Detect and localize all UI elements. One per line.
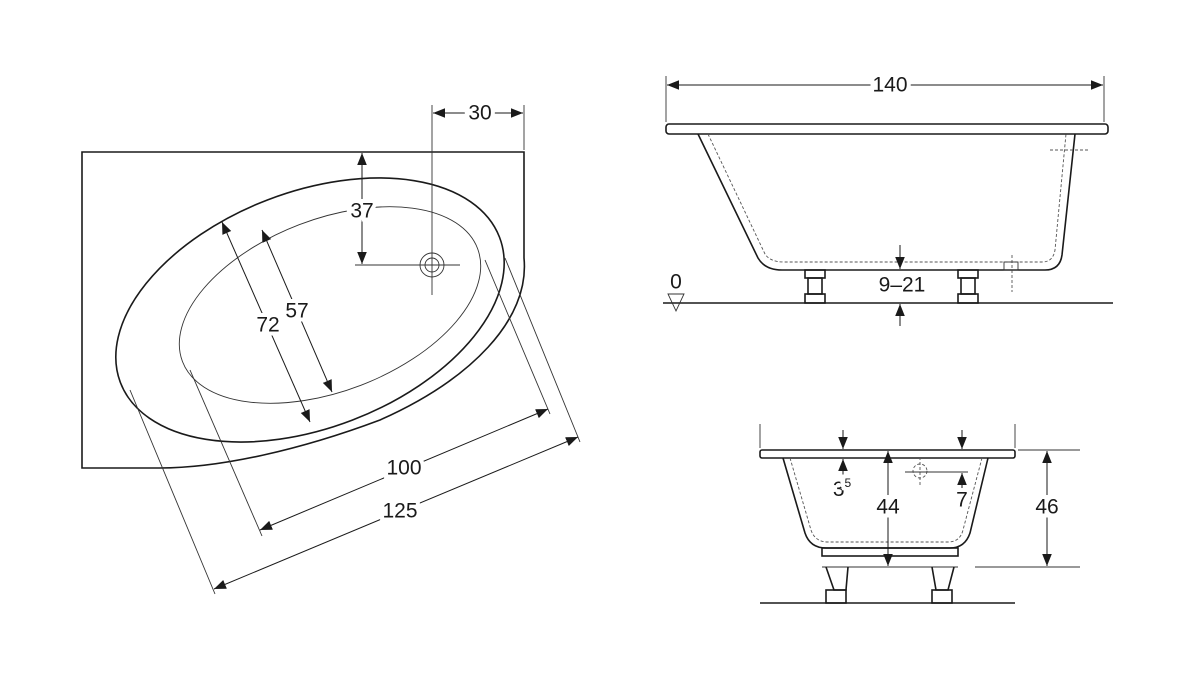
dim-outer-length: 125: [382, 500, 417, 523]
foot-left: [804, 269, 826, 304]
foot-right: [931, 566, 955, 604]
plan-view: 30 37 72 57 100 125: [81, 98, 581, 595]
dim-foot-height: 9–21: [879, 274, 926, 297]
side-view: 140 0 9–21: [663, 70, 1113, 326]
overflow-icon: [912, 457, 928, 486]
drain-icon: [355, 105, 460, 295]
level-triangle-icon: [667, 293, 685, 313]
tub-basin: [178, 206, 482, 404]
dim-drain-depth: 37: [350, 200, 373, 223]
foot-left: [825, 566, 849, 604]
dim-length: 140: [872, 74, 907, 97]
floor-level-label: 0: [670, 271, 682, 294]
dim-inner-width: 57: [285, 300, 308, 323]
tub-body: [697, 133, 1076, 271]
dim-inner-length: 100: [386, 457, 421, 480]
dim-rim-base: 35: [833, 476, 852, 500]
foot-right: [957, 269, 979, 304]
tub-rim: [665, 123, 1109, 135]
dim-outer-width: 72: [256, 314, 279, 337]
dim-drain-offset: 30: [468, 102, 491, 125]
tub-rim: [115, 177, 505, 443]
dim-inner-depth: 44: [876, 496, 900, 519]
end-view: 35 44 7 46: [759, 424, 1080, 604]
dim-overflow: 7: [956, 489, 968, 512]
dim-total-height: 46: [1035, 496, 1058, 519]
